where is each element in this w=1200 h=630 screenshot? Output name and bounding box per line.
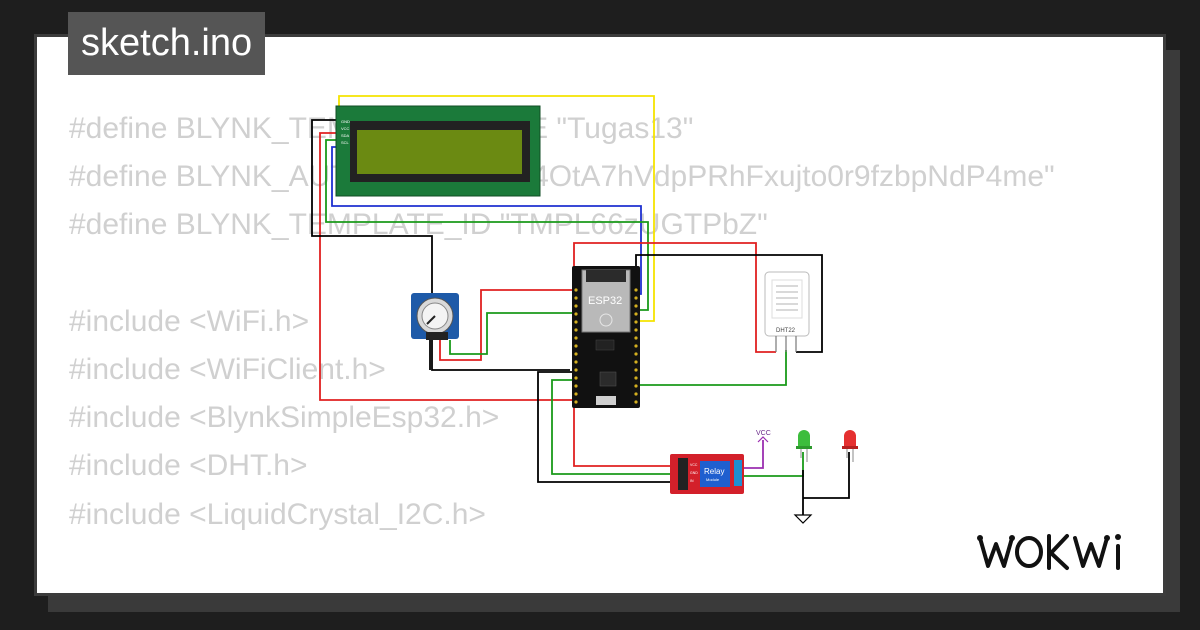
lcd-pin-label: GND (341, 119, 350, 124)
wire-red (573, 242, 776, 353)
wire-purple (740, 440, 764, 469)
wire-green (740, 452, 804, 477)
wire-red (573, 400, 676, 467)
relay-pin-label: VCC (690, 463, 698, 467)
code-line: #include <WiFi.h> (69, 304, 310, 338)
dht22-label: DHT22 (776, 328, 796, 334)
relay-module[interactable]: VCC GND IN Relay Module (670, 454, 744, 494)
dht22-sensor[interactable]: DHT22 (764, 271, 810, 352)
lcd-pin-label: SCL (341, 140, 350, 145)
wire-green (449, 312, 574, 355)
wire-red (319, 132, 572, 401)
lcd-pin-label: VCC (341, 126, 350, 131)
wire-black (803, 452, 850, 499)
wire-black (537, 371, 676, 483)
wire-red (439, 289, 574, 361)
wire-green (636, 350, 787, 386)
vcc-marker: VCC (756, 430, 771, 443)
code-line: #include <BlynkSimpleEsp32.h> (69, 401, 500, 435)
vcc-label: VCC (756, 430, 771, 437)
code-line: #include <DHT.h> (69, 449, 308, 483)
code-line: #include <WiFiClient.h> (69, 352, 386, 386)
code-line: #include <LiquidCrystal_I2C.h> (69, 497, 486, 531)
ground-symbol (793, 514, 813, 524)
wire-green (551, 379, 676, 475)
wires (311, 95, 850, 515)
relay-pin-label: GND (690, 471, 698, 475)
sketch-filename-tab[interactable]: sketch.ino (68, 12, 266, 75)
potentiometer[interactable] (411, 293, 459, 340)
relay-sublabel: Module (706, 477, 720, 482)
wokwi-logo[interactable] (974, 526, 1148, 578)
wire-black (311, 119, 570, 371)
wire-green (325, 139, 649, 311)
esp32-label: ESP32 (588, 295, 622, 307)
lcd-display[interactable]: GND VCC SDA SCL (335, 105, 541, 197)
lcd-pin-label: SDA (341, 133, 350, 138)
led-red[interactable] (842, 430, 858, 462)
esp32-board[interactable]: ESP32 (572, 266, 640, 408)
relay-label: Relay (704, 467, 724, 476)
relay-pin-label: IN (690, 479, 694, 483)
led-green[interactable] (796, 430, 812, 462)
